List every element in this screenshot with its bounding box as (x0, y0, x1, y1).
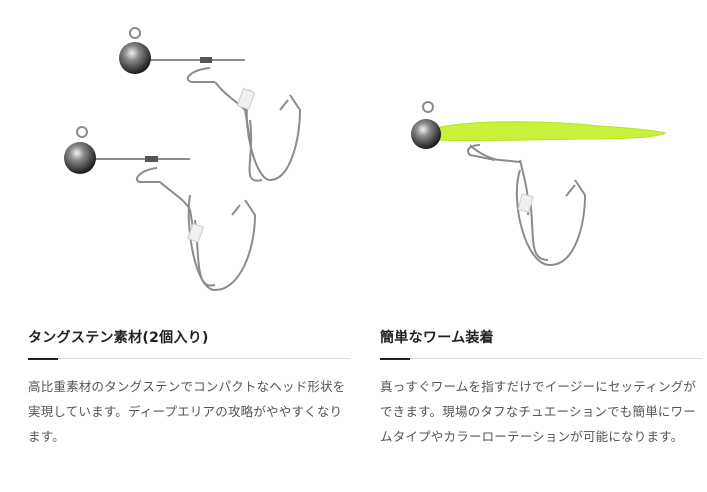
title-divider (380, 358, 702, 360)
feature-title: 簡単なワーム装着 (380, 330, 494, 346)
feature-description: 真っすぐワームを指すだけでイージーにセッティングができます。現場のタフなチュエー… (380, 379, 697, 444)
feature-description: 高比重素材のタングステンでコンパクトなヘッド形状を実現しています。ディープエリア… (28, 379, 346, 444)
jig-head-pair-icon (64, 27, 302, 292)
jig-head-with-worm-icon (411, 101, 667, 267)
divider-accent (380, 358, 410, 360)
feature-title: タングステン素材(2個入り) (28, 330, 209, 346)
title-divider (28, 358, 350, 360)
divider-accent (28, 358, 58, 360)
